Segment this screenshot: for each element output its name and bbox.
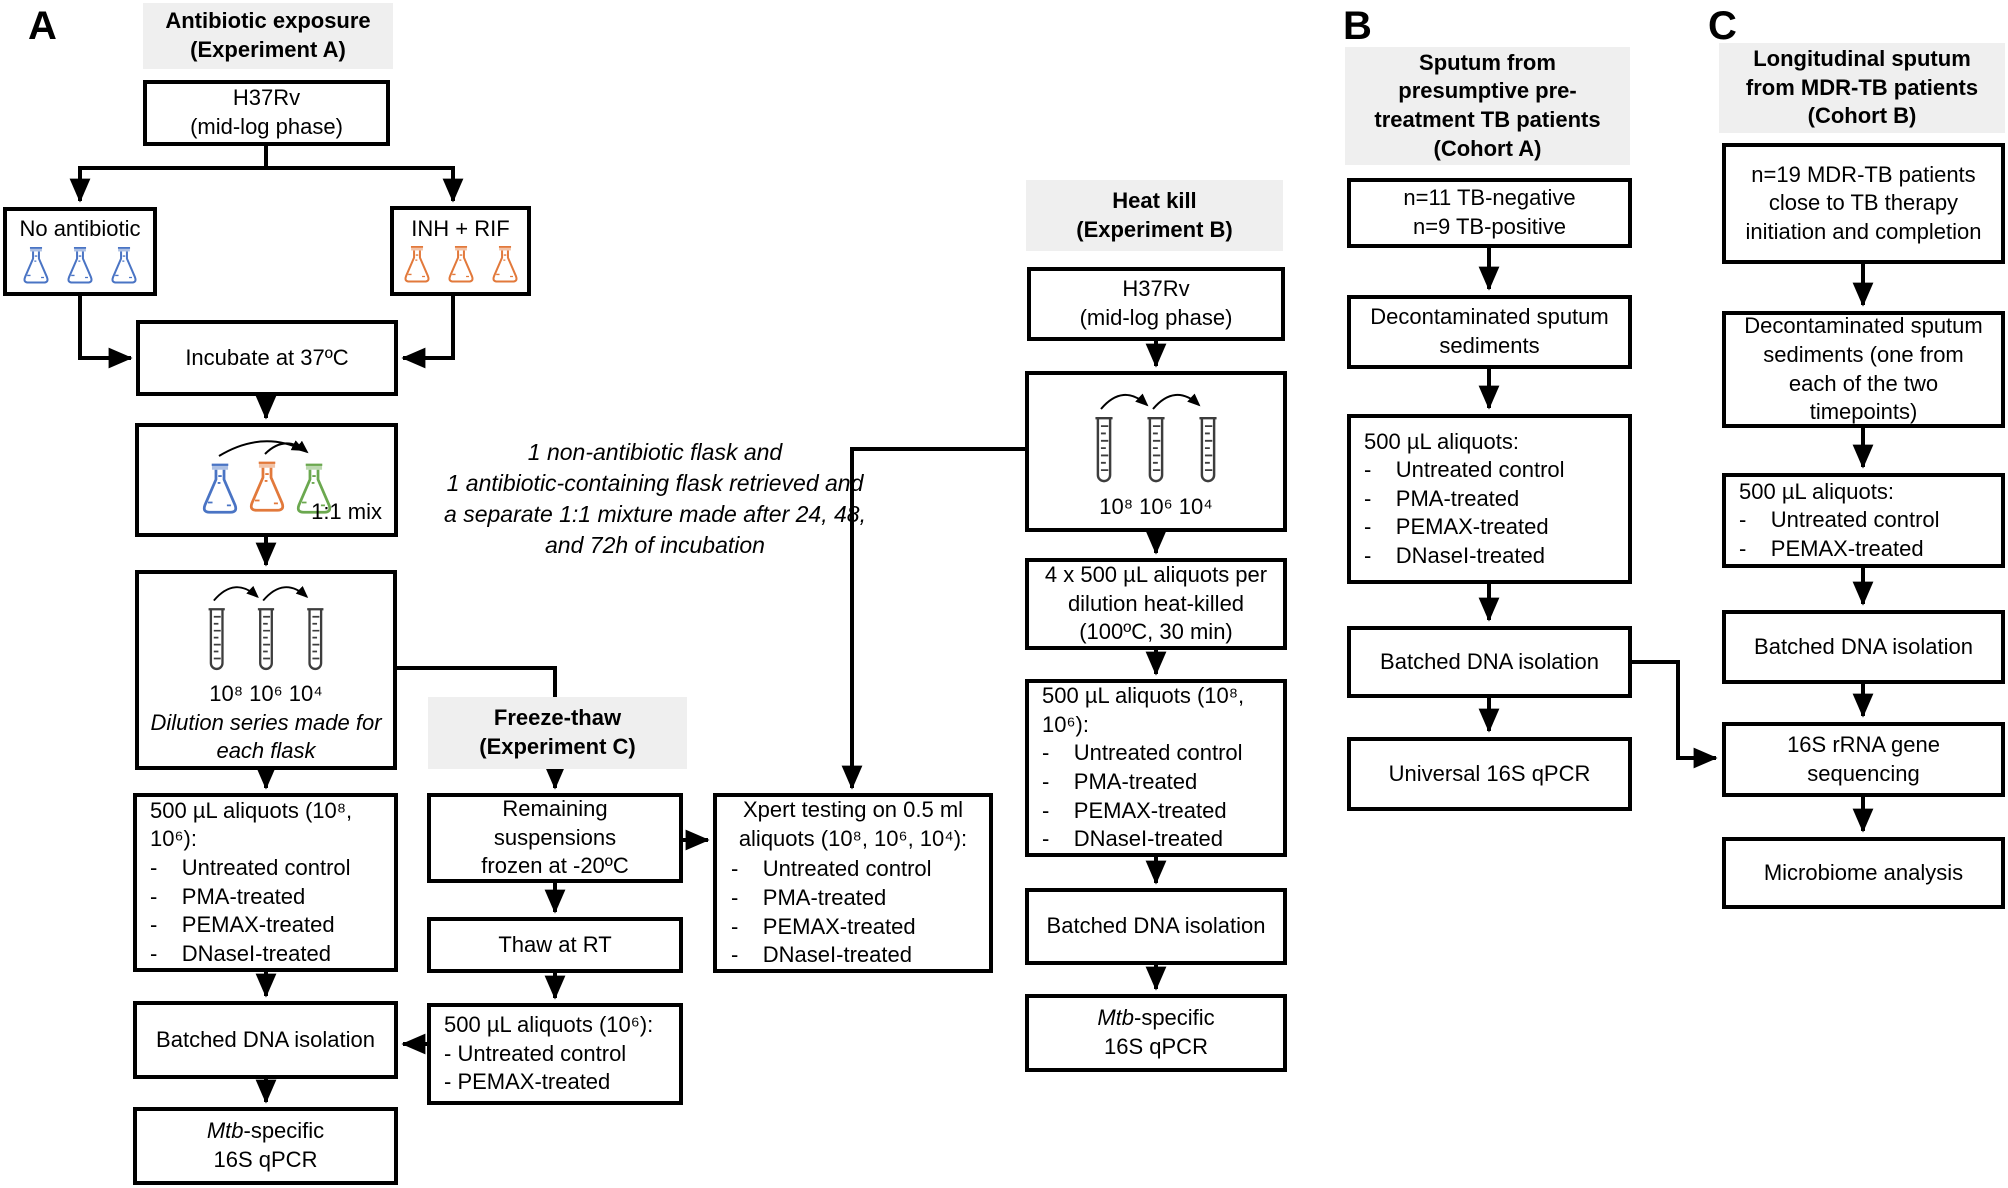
curved-arrow-icon — [262, 585, 309, 602]
xpert-list: - Untreated control - PMA-treated - PEMA… — [731, 856, 932, 968]
flask-icon — [63, 246, 97, 288]
orange-flask-row — [400, 245, 522, 287]
dilution-caption: Dilution series made for each flask — [150, 709, 382, 764]
batched-dna-box-heat-kill: Batched DNA isolation — [1025, 888, 1287, 965]
mix-flasks-icon — [202, 440, 331, 514]
curved-arrow-icon — [213, 585, 259, 602]
heat-killed-box: 4 x 500 µL aliquots per dilution heat-ki… — [1025, 558, 1287, 650]
aliquots-box-freeze-thaw: 500 µL aliquots (10⁶): - Untreated contr… — [427, 1003, 683, 1105]
panel-c-label: C — [1708, 4, 1737, 48]
thaw-box: Thaw at RT — [427, 917, 683, 973]
curved-arrow-icon — [263, 440, 309, 455]
batched-dna-box-a: Batched DNA isolation — [133, 1001, 398, 1079]
xpert-heading: Xpert testing on 0.5 ml aliquots (10⁸, 1… — [738, 797, 968, 851]
no-antibiotic-box: No antibiotic — [3, 207, 157, 296]
flask-icon — [19, 246, 53, 288]
remaining-suspensions-box: Remaining suspensions frozen at -20ºC — [427, 793, 683, 883]
flask-icon — [488, 245, 522, 287]
batched-dna-box-cohort-a: Batched DNA isolation — [1347, 626, 1632, 698]
batched-dna-box-cohort-b: Batched DNA isolation — [1722, 610, 2005, 684]
mtb-rest: -specific 16S qPCR — [1104, 1005, 1215, 1059]
test-tube-icon — [256, 608, 276, 671]
aliquots-box-cohort-b: 500 µL aliquots: - Untreated control - P… — [1722, 473, 2005, 568]
mix-ratio-label: 1:1 mix — [311, 499, 382, 525]
curved-arrow-icon — [217, 440, 305, 457]
curved-arrow-icon — [1100, 393, 1149, 410]
flask-icon — [249, 461, 284, 512]
test-tube-icon — [1146, 417, 1166, 483]
experiment-c-header: Freeze-thaw (Experiment C) — [428, 697, 687, 769]
dilution-tubes-icon — [1094, 393, 1218, 483]
test-tube-icon — [306, 608, 325, 671]
dilution-scale-label: 10⁸ 10⁶ 10⁴ — [1099, 494, 1213, 520]
mix-annotation: 1 non-antibiotic flask and 1 antibiotic-… — [444, 439, 866, 559]
decontaminated-box-a: Decontaminated sputum sediments — [1347, 295, 1632, 369]
xpert-testing-box: Xpert testing on 0.5 ml aliquots (10⁸, 1… — [713, 793, 993, 973]
aliquots-box-heat-kill: 500 µL aliquots (10⁸, 10⁶): - Untreated … — [1025, 679, 1287, 857]
mdr-patients-box: n=19 MDR-TB patients close to TB therapy… — [1722, 143, 2005, 264]
aliquots-box-cohort-a: 500 µL aliquots: - Untreated control - P… — [1347, 414, 1632, 584]
cohort-a-header: Sputum from presumptive pre- treatment T… — [1345, 47, 1630, 165]
flask-icon — [444, 245, 478, 287]
panel-a-label: A — [28, 4, 57, 48]
blue-flask-row — [19, 246, 141, 288]
h37rv-box-a: H37Rv (mid-log phase) — [143, 80, 390, 146]
mtb-italic: Mtb — [1097, 1005, 1134, 1031]
flask-icon — [400, 245, 434, 287]
h37rv-box-b: H37Rv (mid-log phase) — [1027, 267, 1285, 341]
mtb-qpcr-box-heat-kill: Mtb-specific 16S qPCR — [1025, 994, 1287, 1072]
experiment-b-header: Heat kill (Experiment B) — [1026, 180, 1283, 251]
dilution-tubes-icon — [207, 585, 325, 671]
flask-icon — [107, 246, 141, 288]
panel-b-label: B — [1343, 4, 1372, 48]
patient-counts-box: n=11 TB-negative n=9 TB-positive — [1347, 178, 1632, 248]
decontaminated-box-b: Decontaminated sputum sediments (one fro… — [1722, 311, 2005, 428]
test-tube-icon — [1198, 417, 1218, 483]
experiment-a-header: Antibiotic exposure (Experiment A) — [143, 3, 393, 69]
incubate-box: Incubate at 37ºC — [136, 320, 398, 396]
curved-arrow-icon — [1152, 393, 1201, 410]
cohort-b-header: Longitudinal sputum from MDR-TB patients… — [1719, 43, 2005, 133]
mtb-rest: -specific 16S qPCR — [213, 1118, 325, 1172]
test-tube-icon — [207, 608, 226, 671]
inh-rif-box: INH + RIF — [390, 206, 531, 296]
dilution-series-box-a: 10⁸ 10⁶ 10⁴ Dilution series made for eac… — [135, 570, 397, 770]
mix-box: 1:1 mix — [135, 423, 398, 537]
dilution-scale-label: 10⁸ 10⁶ 10⁴ — [209, 681, 323, 707]
dilution-series-box-b: 10⁸ 10⁶ 10⁴ — [1025, 371, 1287, 532]
mtb-italic: Mtb — [206, 1118, 244, 1144]
sequencing-box: 16S rRNA gene sequencing — [1722, 722, 2005, 797]
aliquots-box-a: 500 µL aliquots (10⁸, 10⁶): - Untreated … — [133, 793, 398, 972]
mtb-qpcr-box-a: Mtb-specific 16S qPCR — [133, 1107, 398, 1185]
test-tube-icon — [1094, 417, 1114, 483]
microbiome-analysis-box: Microbiome analysis — [1722, 837, 2005, 909]
universal-qpcr-box: Universal 16S qPCR — [1347, 737, 1632, 811]
flask-icon — [202, 463, 237, 514]
